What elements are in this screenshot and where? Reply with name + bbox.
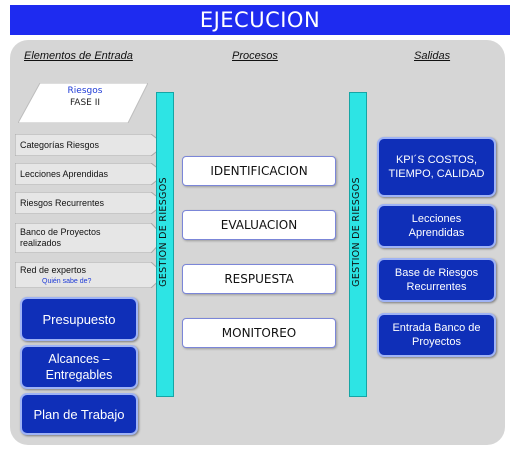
input-box-alcances: Alcances – Entregables xyxy=(20,345,138,389)
red-expertos-label: Red de expertos xyxy=(20,265,87,275)
red-expertos-sub: Quién sabe de? xyxy=(42,278,92,285)
process-identificacion: IDENTIFICACION xyxy=(182,156,336,186)
input-arrow-lecciones: Lecciones Aprendidas xyxy=(20,169,109,179)
output-box-label: Base de Riesgos Recurrentes xyxy=(394,267,479,293)
output-box-label: Entrada Banco de Proyectos xyxy=(392,322,481,348)
header-outputs: Salidas xyxy=(414,50,451,62)
input-arrow-categorias: Categorías Riesgos xyxy=(20,140,100,150)
process-label: RESPUESTA xyxy=(224,272,294,286)
process-label: MONITOREO xyxy=(221,326,297,340)
header-processes: Procesos xyxy=(232,50,278,62)
output-box-label: KPI´S COSTOS, TIEMPO, CALIDAD xyxy=(388,154,485,180)
left-gestion-label: GESTION DE RIESGOS xyxy=(158,177,169,287)
process-evaluacion: EVALUACION xyxy=(182,210,336,240)
risk-card-line2: FASE II xyxy=(69,98,101,108)
input-box-label: Plan de Trabajo xyxy=(33,406,125,422)
input-arrow-banco: Banco de Proyectos realizados xyxy=(20,227,101,248)
input-box-plan: Plan de Trabajo xyxy=(20,393,138,435)
process-respuesta: RESPUESTA xyxy=(182,264,336,294)
right-gestion-bar xyxy=(349,92,367,397)
title-banner: EJECUCION xyxy=(10,5,510,35)
risk-card-text: Riesgos FASE II xyxy=(40,85,130,109)
output-box-lecciones: Lecciones Aprendidas xyxy=(377,204,496,248)
process-label: IDENTIFICACION xyxy=(210,164,308,178)
output-box-base-riesgos: Base de Riesgos Recurrentes xyxy=(377,258,496,302)
process-label: EVALUACION xyxy=(220,218,298,232)
input-box-label: Presupuesto xyxy=(42,311,116,327)
output-box-kpis: KPI´S COSTOS, TIEMPO, CALIDAD xyxy=(377,137,496,197)
risk-card-line1: Riesgos xyxy=(67,86,103,96)
output-box-banco: Entrada Banco de Proyectos xyxy=(377,313,496,357)
risk-card-shape xyxy=(18,83,148,123)
output-box-label: Lecciones Aprendidas xyxy=(408,213,465,239)
input-box-presupuesto: Presupuesto xyxy=(20,297,138,341)
right-gestion-label: GESTION DE RIESGOS xyxy=(351,177,362,287)
left-gestion-bar xyxy=(156,92,174,397)
input-box-label: Alcances – Entregables xyxy=(45,352,113,382)
input-arrow-red-expertos: Red de expertos Quién sabe de? xyxy=(20,265,91,287)
input-arrow-recurrentes: Riesgos Recurrentes xyxy=(20,198,105,208)
header-inputs: Elementos de Entrada xyxy=(24,50,133,62)
process-monitoreo: MONITOREO xyxy=(182,318,336,348)
